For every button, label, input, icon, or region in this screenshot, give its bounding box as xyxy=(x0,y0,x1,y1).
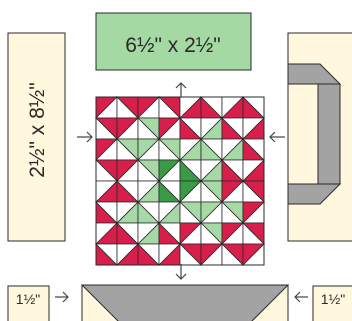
block-triangle-white xyxy=(116,243,139,266)
block-triangle-white xyxy=(158,243,181,266)
arrow-up-icon xyxy=(175,82,187,97)
bottom-strip xyxy=(80,284,290,321)
block-triangle-white xyxy=(221,138,244,161)
bottom-strip-flying-geese xyxy=(80,284,290,321)
arrow-right-icon xyxy=(77,131,93,143)
arrow-right-small-icon xyxy=(55,291,69,303)
block-triangle-white xyxy=(200,117,223,140)
block-triangle-white xyxy=(116,201,139,224)
left-strip-label: 2½" x 8½" xyxy=(26,82,49,177)
center-quilt-block xyxy=(95,96,265,266)
right-strip-bottom-flying-geese xyxy=(287,183,342,205)
block-triangle-white xyxy=(200,159,223,182)
small-square-left-label: 1½" xyxy=(16,291,40,307)
left-strip xyxy=(7,32,66,242)
block-triangle-white xyxy=(242,117,265,140)
right-strip-vertical-bar xyxy=(317,83,341,185)
arrow-left-small-icon xyxy=(294,291,308,303)
block-border xyxy=(95,96,265,266)
block-triangle-white xyxy=(137,180,160,203)
block-triangle-white xyxy=(137,222,160,245)
right-strip xyxy=(287,32,352,242)
small-square-right xyxy=(312,285,352,321)
block-triangle-white xyxy=(158,201,181,224)
top-strip xyxy=(95,12,252,71)
block-triangle-white xyxy=(179,138,202,161)
small-square-right-label: 1½" xyxy=(321,291,345,307)
small-square-left xyxy=(7,285,50,321)
arrow-left-icon xyxy=(269,131,285,143)
top-strip-label: 6½" x 2½" xyxy=(125,34,220,57)
block-triangle-white xyxy=(242,159,265,182)
arrow-down-icon xyxy=(175,264,187,280)
